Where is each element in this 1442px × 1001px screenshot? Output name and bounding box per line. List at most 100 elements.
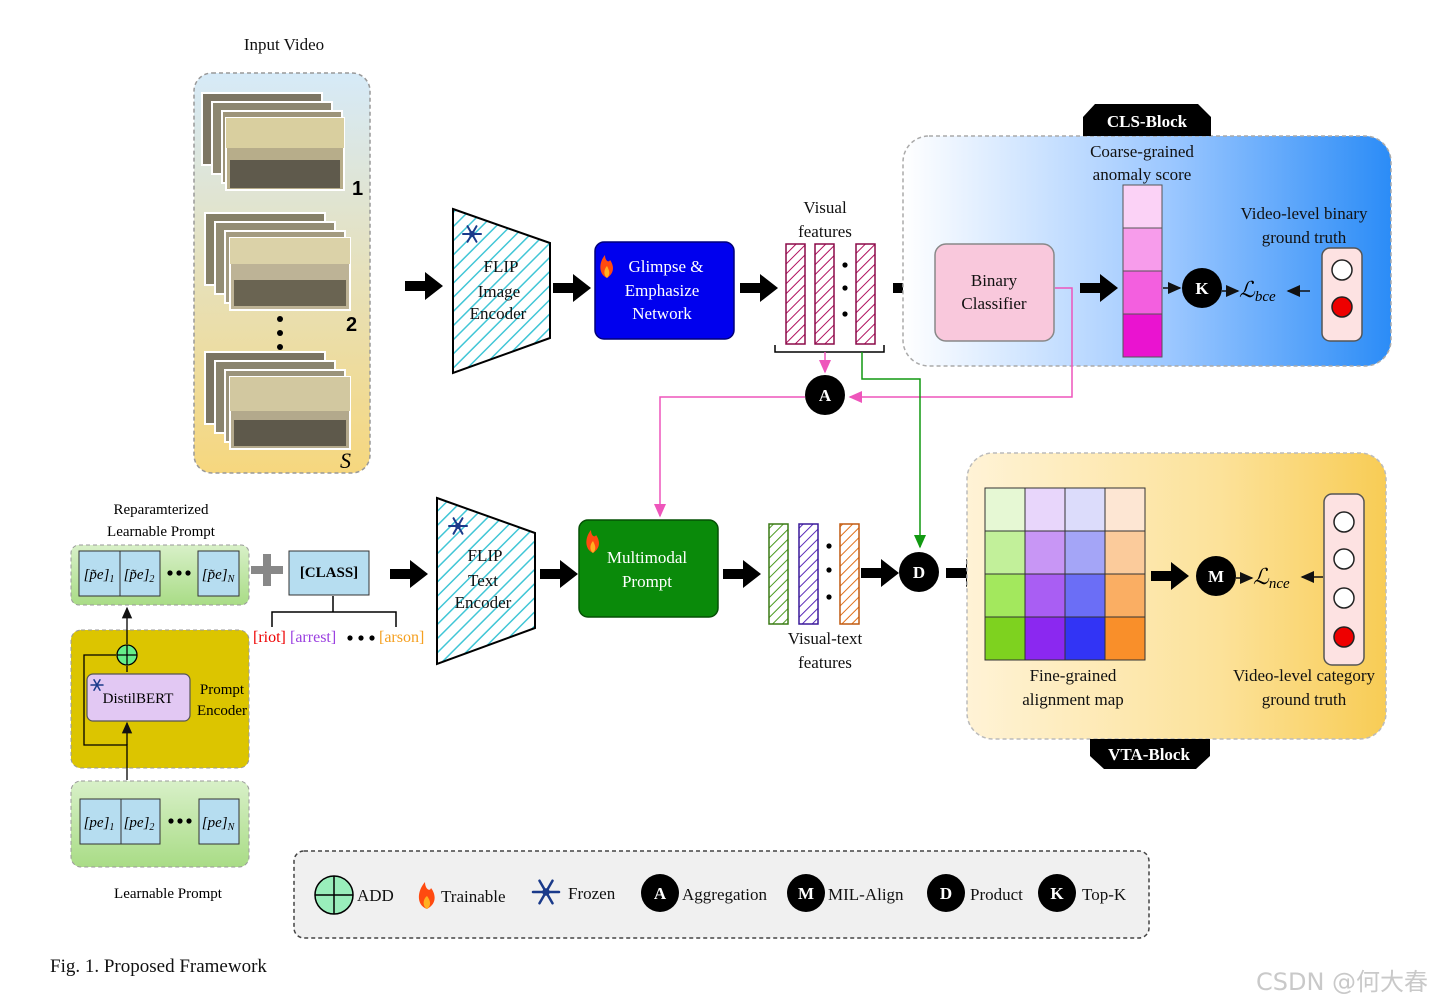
video-frame-stack-s [204,351,351,450]
alignment-cell [1104,573,1146,618]
image-encoder-line-1: FLIP [484,257,519,276]
input-video-title: Input Video [244,35,324,54]
reparam-token-1: [p̃e]1 [84,567,115,585]
multimodal-prompt: Multimodal Prompt [578,519,719,618]
alignment-cell [1064,487,1106,532]
multimodal-line-2: Prompt [622,572,672,591]
video-frame-stack-2 [204,212,351,311]
vta-block-title: VTA-Block [1108,745,1190,764]
topk-symbol: K [1195,279,1209,298]
legend-add-label: ADD [357,886,394,905]
vt-feature-bar [798,523,819,625]
distilbert-label: DistilBERT [103,691,174,707]
legend-topk-label: Top-K [1082,885,1127,904]
glimpse-emphasize-network: Glimpse & Emphasize Network [594,241,735,340]
alignment-cell [1064,616,1106,661]
vta-block: VTA-Block Fine-grained alignment map M ℒ… [966,452,1387,769]
legend-aggregation-label: Aggregation [682,885,767,904]
aggregation-symbol: A [819,386,832,405]
visual-features: Visual features [774,196,885,353]
alignment-cell [984,573,1026,618]
reparameterized-prompt: Reparamterized Learnable Prompt [p̃e]1 [… [70,502,250,606]
visual-feature-bar [814,243,835,345]
class-example-riot: [riot] [253,629,286,646]
arrow-prompt-to-text-encoder [390,560,428,588]
alignment-cell [1024,487,1066,532]
binary-classifier-line-1: Binary [971,271,1018,290]
concat-plus-icon [251,554,283,586]
flame-icon [586,530,599,553]
alignment-cell [984,616,1026,661]
visual-text-features: Visual-text features [768,523,870,672]
multimodal-line-1: Multimodal [607,548,688,567]
aggregation-node [805,375,845,415]
glimpse-line-3: Network [632,304,692,323]
learnable-token-n: [pe]N [202,815,236,833]
image-encoder-line-3: Encoder [470,304,527,323]
class-example-arson: [arson] [379,629,424,646]
learnable-prompt: [pe]1 [pe]2 [pe]N Learnable Prompt [70,780,250,902]
mil-align-node [1196,556,1236,596]
category-gt-line-2: ground truth [1262,690,1347,709]
class-example-arrest: [arrest] [290,629,336,646]
loss-bce: ℒbce [1239,277,1276,305]
reparam-title-line-1: Reparamterized [114,502,209,518]
input-video-panel: Input Video 1 2 [193,35,371,474]
legend-mil-label: MIL-Align [828,885,904,904]
visual-feature-bar [855,243,876,345]
legend-topk-node [1038,874,1076,912]
glimpse-line-1: Glimpse & [628,257,703,276]
flip-image-encoder: FLIP Image Encoder [452,207,551,375]
arrow-glimpse-to-visual-features [740,274,778,302]
category-gt-line-1: Video-level category [1233,666,1375,685]
binary-ground-truth [1321,247,1363,342]
cls-block: CLS-Block Coarse-grained anomaly score B… [902,104,1392,367]
pink-line-classifier-to-aggregation [848,287,1073,403]
glimpse-line-2: Emphasize [625,281,700,300]
plus-circle-icon [314,875,354,915]
alignment-cell [984,530,1026,575]
cls-block-title: CLS-Block [1107,112,1188,131]
green-line-visual-to-product [861,352,926,549]
flip-text-encoder: FLIP Text Encoder [436,496,536,666]
visual-features-line-2: features [798,222,852,241]
learnable-token-1: [pe]1 [84,815,115,833]
frame-label-s: S [340,448,351,473]
binary-classifier-line-2: Classifier [961,294,1026,313]
arrow-vt-features-to-product [861,559,899,587]
vertical-ellipsis-frames [277,316,283,350]
legend-mil-symbol: M [798,884,814,903]
frame-label-1: 1 [352,178,363,200]
prompt-encoder-line-2: Encoder [197,703,247,719]
product-symbol: D [913,563,925,582]
arrow-video-to-image-encoder [405,272,443,300]
distilbert-box [86,673,191,722]
legend-product-symbol: D [940,884,952,903]
text-encoder-line-2: Text [468,571,498,590]
visual-feature-bar [785,243,806,345]
binary-gt-line-2: ground truth [1262,228,1347,247]
score-label-line-2: anomaly score [1093,165,1192,184]
legend-mil-node [787,874,825,912]
product-node [899,552,939,592]
visual-features-line-1: Visual [803,198,847,217]
image-encoder-line-2: Image [478,282,520,301]
legend-product-node [927,874,965,912]
legend-product-label: Product [970,885,1023,904]
snowflake-icon [90,679,104,691]
flame-icon [600,255,613,278]
arrow-image-encoder-to-glimpse [553,274,591,302]
alignment-cell [1104,530,1146,575]
score-label-line-1: Coarse-grained [1090,142,1194,161]
watermark: CSDN @何大春 [1256,968,1429,996]
map-label-line-2: alignment map [1022,690,1124,709]
legend-aggregation-node [641,874,679,912]
frame-label-2: 2 [346,314,357,336]
alignment-cell [1104,616,1146,661]
legend-aggregation-symbol: A [654,884,667,903]
class-token: [CLASS] [riot] [arrest] [arson] [253,550,424,646]
legend-topk-symbol: K [1050,884,1064,903]
alignment-cell [1024,616,1066,661]
topk-node [1182,268,1222,308]
category-ground-truth [1323,493,1365,666]
